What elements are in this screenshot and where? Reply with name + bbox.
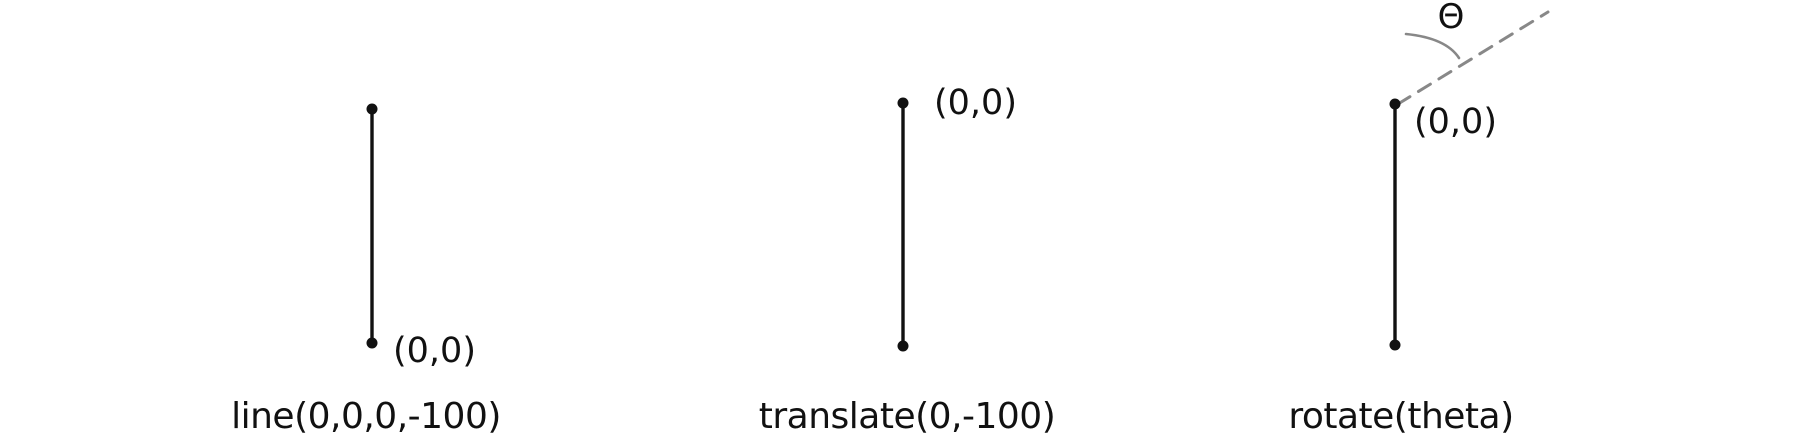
panel-rotate: Θ (0,0) rotate(theta) (1288, 0, 1550, 437)
panel-caption: rotate(theta) (1288, 396, 1513, 437)
theta-label: Θ (1438, 0, 1465, 37)
origin-label: (0,0) (1414, 102, 1497, 142)
origin-label: (0,0) (393, 331, 476, 371)
origin-label: (0,0) (934, 83, 1017, 123)
origin-point (897, 97, 909, 109)
origin-point (1389, 98, 1401, 110)
origin-point (366, 337, 378, 349)
segment-top-endpoint (366, 103, 378, 115)
panel-caption: line(0,0,0,-100) (231, 396, 501, 437)
angle-arc (1404, 32, 1461, 60)
rotation-reference-dashed-line (1396, 10, 1550, 106)
panel-translate: (0,0) translate(0,-100) (759, 83, 1056, 437)
segment-bottom-endpoint (897, 340, 909, 352)
panel-line: (0,0) line(0,0,0,-100) (231, 103, 501, 437)
panel-caption: translate(0,-100) (759, 396, 1056, 437)
segment-bottom-endpoint (1389, 339, 1401, 351)
